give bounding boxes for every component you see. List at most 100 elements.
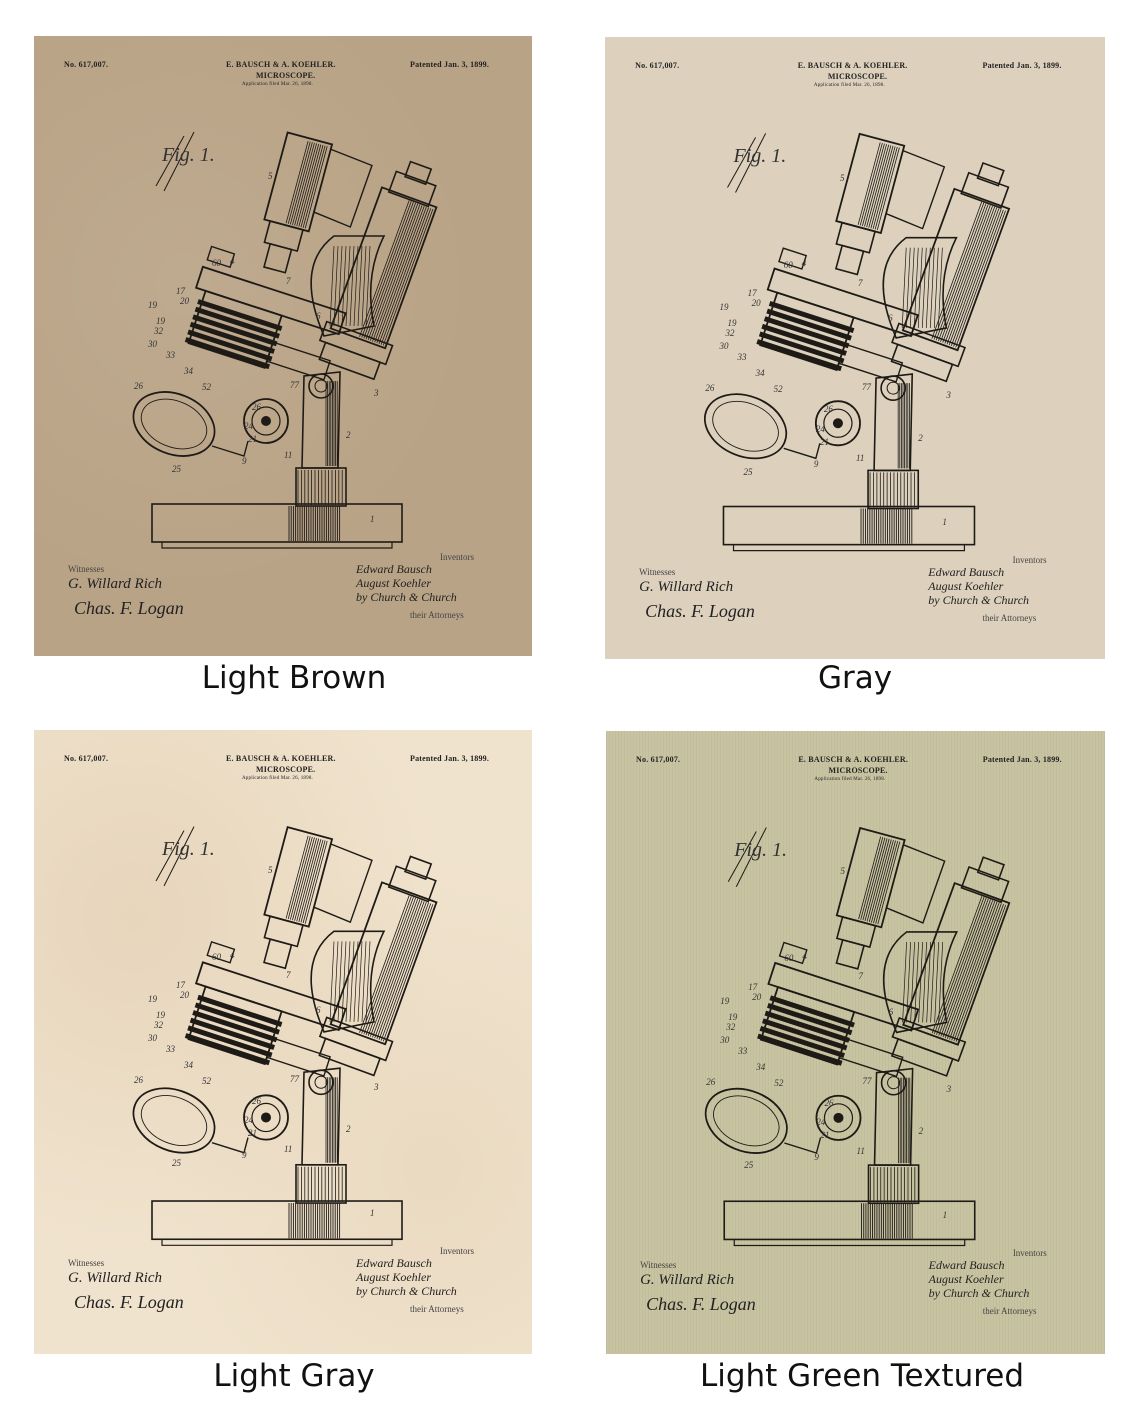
figure-label: Fig. 1. [162, 838, 215, 860]
part-number-label: 2 [918, 432, 923, 443]
part-number-label: 17 [176, 286, 185, 296]
part-number-label: 5 [839, 172, 845, 183]
witnesses-label: Witnesses [639, 567, 676, 578]
inventor-signature: August Koehler [928, 1272, 1004, 1287]
part-number-label: 6 [316, 1005, 321, 1015]
part-number-label: 33 [166, 1044, 175, 1054]
part-number-label: 26 [134, 1075, 143, 1085]
inventors-label: Inventors [1012, 1248, 1047, 1259]
part-number-label: 21 [820, 1129, 830, 1140]
attorneys-label: their Attorneys [982, 613, 1037, 624]
print-gray[interactable]: No. 617,007.E. BAUSCH & A. KOEHLER.MICRO… [605, 37, 1105, 659]
part-number-label: 6 [888, 1006, 894, 1017]
paper-background: No. 617,007.E. BAUSCH & A. KOEHLER.MICRO… [34, 730, 532, 1354]
part-number-label: 77 [290, 1074, 299, 1084]
patent-date: Patented Jan. 3, 1899. [410, 754, 490, 763]
part-number-label: 3 [374, 388, 379, 398]
part-number-label: 21 [819, 436, 829, 447]
part-number-label: 3 [946, 1083, 952, 1094]
part-number-label: 2 [346, 430, 351, 440]
part-number-label: 33 [166, 350, 175, 360]
witness-signature: Chas. F. Logan [646, 1294, 756, 1315]
part-number-label: 77 [290, 380, 299, 390]
inventor-signature: August Koehler [928, 579, 1004, 594]
attorney-signature: by Church & Church [928, 593, 1030, 608]
patent-inventors: E. BAUSCH & A. KOEHLER. [226, 754, 336, 763]
patent-inventors: E. BAUSCH & A. KOEHLER. [226, 60, 336, 69]
part-number-label: 7 [858, 971, 864, 982]
part-number-label: 30 [720, 1034, 730, 1045]
part-number-label: 26 [252, 402, 261, 412]
part-number-label: 52 [774, 1077, 784, 1088]
part-number-label: 24 [816, 1116, 826, 1127]
part-number-label: 17 [748, 981, 758, 992]
part-number-label: 60 [212, 258, 221, 268]
figure-label: Fig. 1. [733, 145, 787, 168]
part-number-label: 20 [180, 296, 189, 306]
caption-gray: Gray [817, 660, 893, 696]
part-number-label: 11 [856, 1145, 865, 1156]
part-number-label: 6 [888, 313, 893, 324]
part-number-label: 19 [720, 995, 730, 1006]
part-number-label: 4 [801, 257, 807, 268]
witnesses-label: Witnesses [68, 1258, 105, 1268]
part-number-label: 2 [346, 1124, 351, 1134]
part-number-label: 33 [737, 352, 747, 363]
part-number-label: 24 [815, 423, 825, 434]
patent-inventors: E. BAUSCH & A. KOEHLER. [797, 61, 908, 71]
part-number-label: 20 [180, 990, 189, 1000]
part-number-label: 2 [918, 1125, 924, 1136]
part-number-label: 60 [784, 953, 794, 964]
part-number-label: 52 [202, 382, 211, 392]
part-number-label: 20 [751, 298, 761, 309]
print-light-green-textured[interactable]: No. 617,007.E. BAUSCH & A. KOEHLER.MICRO… [606, 731, 1105, 1354]
part-number-label: 33 [738, 1045, 748, 1056]
part-number-label: 25 [743, 466, 753, 477]
part-number-label: 26 [706, 1076, 716, 1087]
part-number-label: 34 [756, 1061, 766, 1072]
part-number-label: 4 [802, 951, 807, 962]
microscope-illustration [132, 131, 438, 549]
witnesses-label: Witnesses [68, 564, 105, 574]
inventors-label: Inventors [1012, 555, 1047, 566]
patent-date: Patented Jan. 3, 1899. [982, 61, 1062, 71]
part-number-label: 1 [370, 1208, 375, 1218]
patent-application-date: Application filed Mar. 26, 1898. [242, 776, 313, 781]
print-light-brown[interactable]: No. 617,007.E. BAUSCH & A. KOEHLER.MICRO… [34, 36, 532, 656]
part-number-label: 34 [755, 368, 765, 379]
attorneys-label: their Attorneys [410, 1304, 464, 1314]
figure-label: Fig. 1. [734, 839, 788, 862]
part-number-label: 52 [773, 384, 783, 395]
print-light-gray[interactable]: No. 617,007.E. BAUSCH & A. KOEHLER.MICRO… [34, 730, 532, 1354]
patent-title: MICROSCOPE. [828, 766, 888, 776]
part-number-label: 32 [725, 328, 735, 339]
part-number-label: 5 [840, 866, 845, 877]
part-number-label: 4 [230, 950, 235, 960]
part-number-label: 4 [230, 256, 235, 266]
part-number-label: 25 [172, 464, 181, 474]
patent-date: Patented Jan. 3, 1899. [982, 755, 1062, 765]
microscope-illustration [704, 826, 1011, 1247]
part-number-label: 7 [286, 970, 291, 980]
witness-signature: Chas. F. Logan [74, 1292, 184, 1312]
part-number-label: 30 [719, 341, 729, 352]
part-number-label: 34 [184, 366, 193, 376]
part-number-label: 32 [154, 1020, 163, 1030]
microscope-illustration [132, 826, 438, 1246]
inventors-label: Inventors [440, 1246, 474, 1256]
part-number-label: 9 [813, 458, 819, 469]
attorney-signature: by Church & Church [928, 1286, 1030, 1301]
paper-background: No. 617,007.E. BAUSCH & A. KOEHLER.MICRO… [605, 37, 1105, 659]
witness-signature: G. Willard Rich [640, 1272, 735, 1289]
witness-signature: Chas. F. Logan [645, 601, 755, 622]
patent-drawing [704, 826, 1011, 1247]
caption-light-green-textured: Light Green Textured [699, 1358, 1025, 1394]
part-number-label: 77 [862, 1075, 872, 1086]
part-number-label: 3 [374, 1082, 379, 1092]
witness-signature: Chas. F. Logan [74, 598, 184, 618]
part-number-label: 7 [286, 276, 291, 286]
part-number-label: 25 [744, 1159, 754, 1170]
part-number-label: 19 [148, 994, 157, 1004]
part-number-label: 21 [248, 1128, 257, 1138]
attorney-signature: by Church & Church [356, 1284, 457, 1298]
